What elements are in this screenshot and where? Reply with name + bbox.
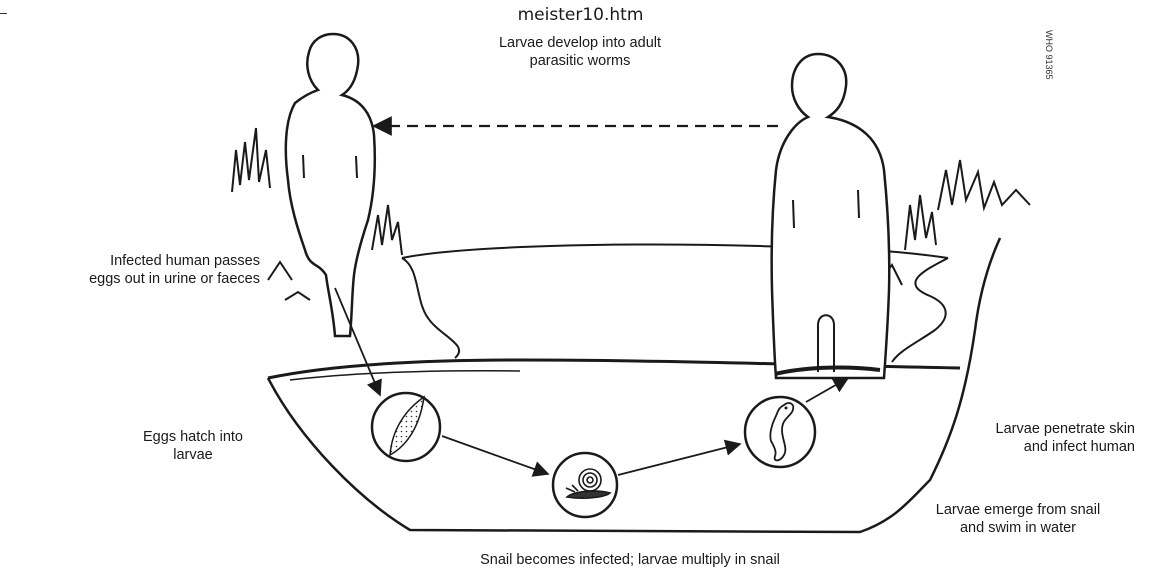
label-larvae-develop: Larvae develop into adult parasitic worm…	[440, 34, 720, 70]
label-penetrate-line1: Larvae penetrate skin	[925, 420, 1135, 438]
label-hatch-line2: larvae	[128, 446, 258, 464]
label-infected-line2: eggs out in urine or faeces	[20, 270, 260, 288]
eggs-arrow	[335, 288, 380, 395]
label-infected-human: Infected human passes eggs out in urine …	[20, 252, 260, 288]
snail-arrow	[618, 444, 740, 475]
label-hatch-line1: Eggs hatch into	[128, 428, 258, 446]
label-infected-line1: Infected human passes	[20, 252, 260, 270]
pond-bank-left	[402, 258, 459, 358]
penetrate-arrow	[806, 378, 848, 402]
label-emerge-line2: and swim in water	[908, 519, 1128, 537]
grass-right	[880, 160, 1030, 285]
label-develop-line1: Larvae develop into adult	[440, 34, 720, 52]
label-penetrate-line2: and infect human	[925, 438, 1135, 456]
label-eggs-hatch: Eggs hatch into larvae	[128, 428, 258, 464]
label-snail-infected: Snail becomes infected; larvae multiply …	[380, 551, 880, 569]
label-emerge-line1: Larvae emerge from snail	[908, 501, 1128, 519]
figure-stamp: WHO 91365	[1044, 30, 1054, 80]
pond-bank-right	[892, 258, 948, 362]
human-left	[286, 34, 375, 336]
hatch-arrow	[442, 436, 548, 474]
label-larvae-emerge: Larvae emerge from snail and swim in wat…	[908, 501, 1128, 537]
water-shading	[290, 371, 520, 380]
label-develop-line2: parasitic worms	[440, 52, 720, 70]
label-larvae-penetrate: Larvae penetrate skin and infect human	[925, 420, 1135, 456]
